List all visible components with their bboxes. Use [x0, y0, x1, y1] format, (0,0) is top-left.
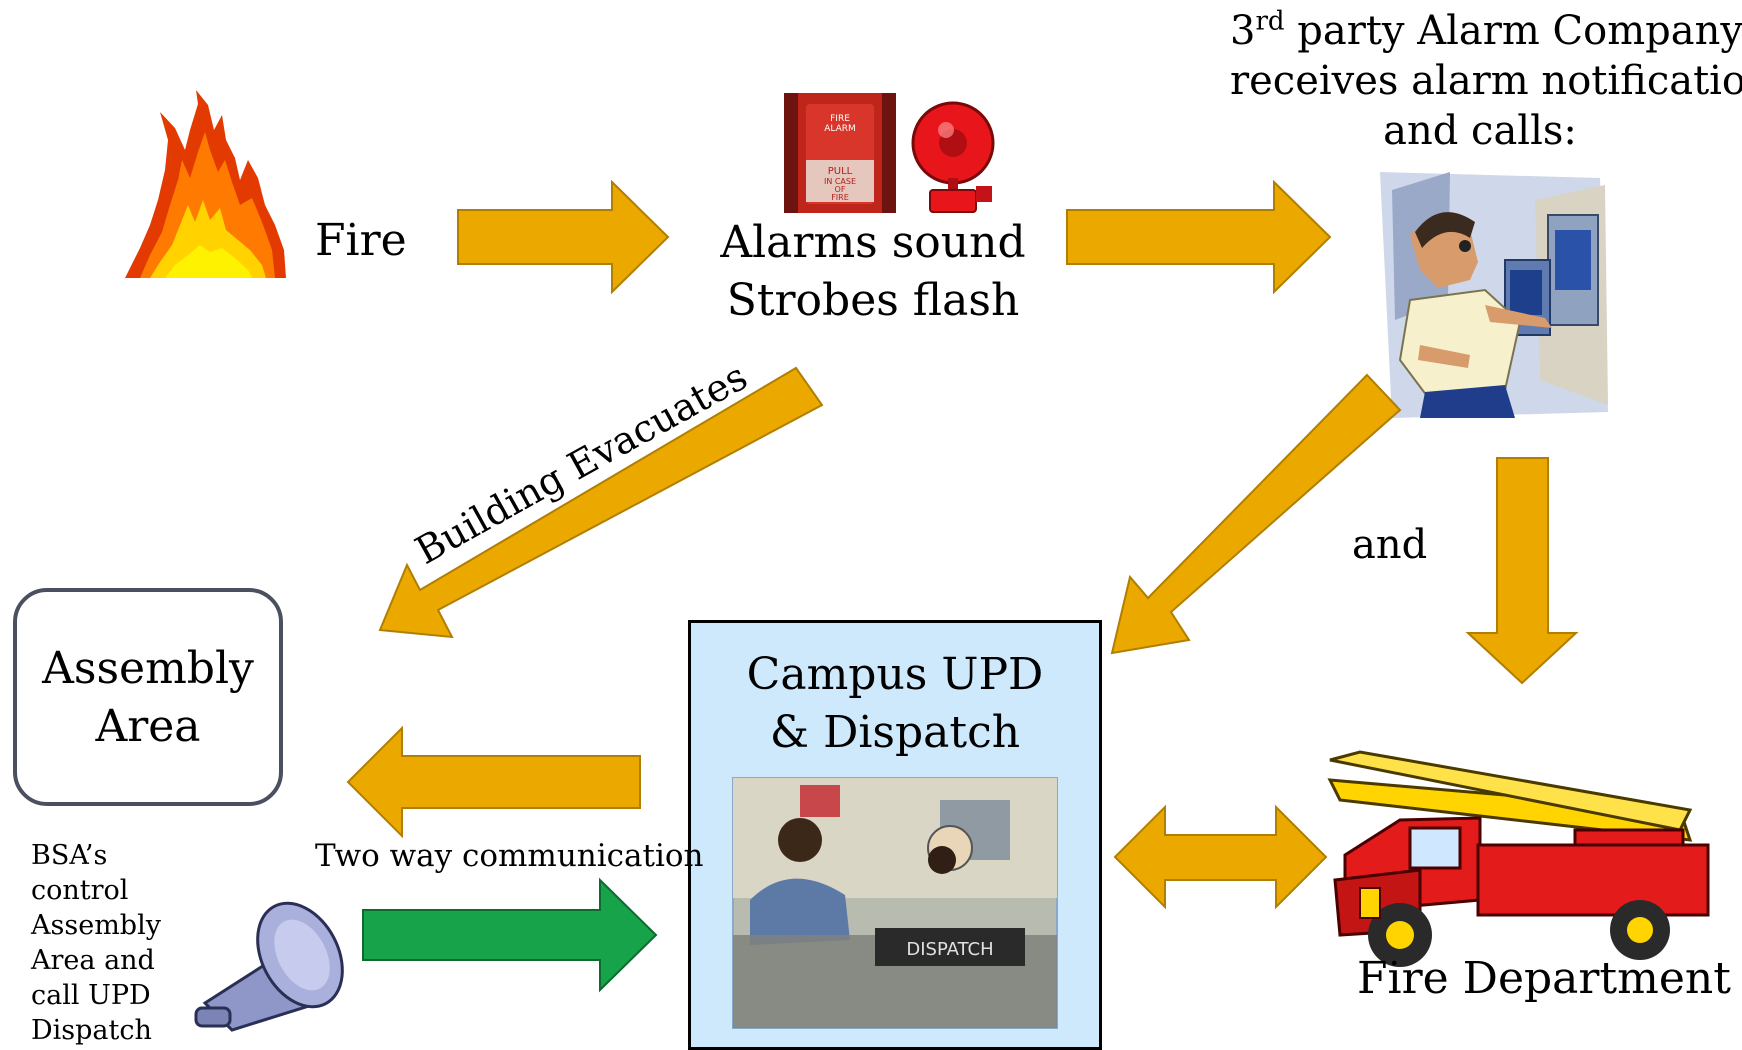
alarm-company-line1: party Alarm Company [1284, 8, 1742, 54]
alarms-label: Alarms sound Strobes flash [718, 214, 1028, 330]
upd-label-line1: Campus UPD [746, 649, 1044, 700]
bsa-note-line: Assembly [31, 910, 161, 941]
arrow-fire-to-alarms [457, 179, 670, 295]
assembly-area-box [13, 588, 283, 806]
fire-icon [125, 90, 286, 278]
dispatch-sign-label: DISPATCH [906, 939, 993, 960]
pull-box-label-pull: PULL [828, 166, 853, 177]
fire-truck-icon [1327, 750, 1710, 967]
alarm-company-ordinal-suffix: rd [1255, 6, 1285, 37]
fire-label: Fire [315, 215, 407, 266]
bsa-note-line: Dispatch [31, 1015, 152, 1046]
alarm-company-operator-icon [1380, 172, 1608, 418]
alarm-company-ordinal: 3 [1230, 8, 1256, 54]
assembly-label-line2: Area [95, 701, 201, 752]
alarms-label-line1: Alarms sound [720, 217, 1026, 268]
bsa-note-line: Area and [31, 945, 155, 976]
fire-department-label: Fire Department [1357, 953, 1731, 1004]
arrow-upd-to-assembly [346, 725, 641, 839]
pull-box-label-alarm: ALARM [824, 124, 856, 134]
pull-box-label-in-case: IN CASE [824, 177, 856, 186]
arrow-bsa-to-upd-green [362, 877, 658, 993]
upd-label-line2: & Dispatch [769, 707, 1021, 758]
alarm-company-label: 3rd party Alarm Company receives alarm n… [1230, 6, 1742, 156]
pull-box-label-fire: FIRE [830, 114, 850, 124]
alarm-company-line2: receives alarm notification [1230, 58, 1742, 104]
alarm-company-line3: and calls: [1383, 108, 1577, 154]
arrow-building-evacuates [378, 366, 824, 639]
arrow-upd-fire-department-two-way [1113, 804, 1328, 910]
bsa-note-line: BSA’s [31, 840, 108, 871]
pull-box-label-fire2: FIRE [831, 193, 849, 202]
bsa-note: BSA’s control Assembly Area and call UPD… [31, 838, 161, 1048]
alarm-bell-icon [911, 101, 995, 213]
bsa-note-line: control [31, 875, 129, 906]
two-way-communication-label: Two way communication [315, 838, 704, 874]
and-label: and [1352, 522, 1428, 568]
arrow-alarm-company-to-upd [1110, 373, 1402, 655]
arrow-alarms-to-alarm-company [1066, 179, 1332, 295]
upd-label: Campus UPD & Dispatch [688, 646, 1102, 762]
megaphone-icon [194, 901, 344, 1032]
alarms-label-line2: Strobes flash [726, 275, 1020, 326]
fire-alarm-pull-box-icon: FIRE ALARM PULL IN CASE OF FIRE [784, 93, 896, 213]
dispatch-photo-frame: DISPATCH [732, 777, 1058, 1029]
bsa-note-line: call UPD [31, 980, 151, 1011]
assembly-label-line1: Assembly [42, 643, 254, 694]
arrow-alarm-company-to-fire-department [1465, 457, 1579, 685]
assembly-label: Assembly Area [13, 640, 283, 756]
building-evacuates-label: Building Evacuates [408, 354, 754, 573]
pull-box-label-of: OF [835, 185, 846, 194]
